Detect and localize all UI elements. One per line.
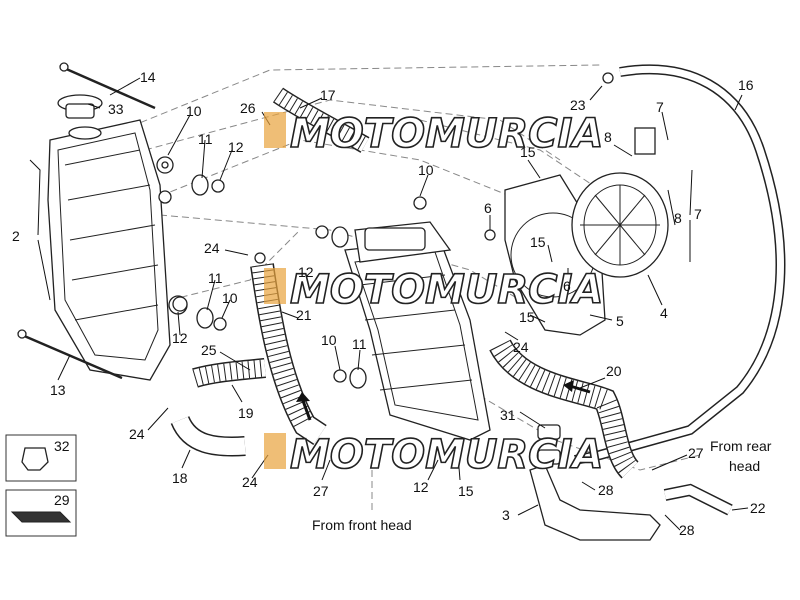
callout-27b: 27 [688,445,704,461]
callout-10b: 10 [222,290,238,306]
callout-23: 23 [570,97,586,113]
left-radiator [47,94,188,381]
callout-13: 13 [50,382,66,398]
leader-lines [29,77,749,531]
callout-15d: 15 [519,309,535,325]
watermark-top: MOTOMURCIA [290,111,603,157]
callout-24b: 24 [129,426,145,442]
callout-10c: 10 [321,332,337,348]
flow-arrows [296,380,591,421]
callout-8b: 8 [674,210,682,226]
callout-18: 18 [172,470,188,486]
callout-2: 2 [12,228,20,244]
callout-12b: 12 [298,264,314,280]
callout-24a: 24 [204,240,220,256]
callout-6b: 6 [563,278,571,294]
callout-25: 25 [201,342,217,358]
callout-12a: 12 [228,139,244,155]
callout-15c: 15 [530,234,546,250]
watermark-middle: MOTOMURCIA [290,267,603,313]
hose-20 [489,338,640,479]
callout-17: 17 [320,87,336,103]
callout-29: 29 [54,492,70,508]
hose-16 [574,64,786,465]
fan-assembly [504,127,669,336]
callout-16: 16 [738,77,754,93]
callout-4: 4 [660,305,668,321]
callout-21: 21 [296,307,312,323]
hose-22 [663,483,733,516]
callout-26: 26 [240,100,256,116]
hose-17 [272,87,370,153]
callout-10d: 10 [418,162,434,178]
callout-10a: 10 [186,103,202,119]
callout-3: 3 [502,507,510,523]
callout-32: 32 [54,438,70,454]
callout-28a: 28 [598,482,614,498]
callout-6a: 6 [484,200,492,216]
long-bolts [17,62,156,380]
watermark-bottom: MOTOMURCIA [290,432,603,478]
callout-20: 20 [606,363,622,379]
callout-15b: 15 [520,144,536,160]
callout-11b: 11 [208,270,223,286]
callout-12d: 12 [413,479,429,495]
caption-from-rear-head-1: From rear [710,438,772,454]
center-radiator [344,221,491,441]
watermark: MOTOMURCIA MOTOMURCIA MOTOMURCIA [264,110,604,479]
callout-11c: 11 [352,336,367,352]
callout-24d: 24 [513,339,529,355]
washers [156,156,573,389]
callout-28b: 28 [679,522,695,538]
callout-11a: 11 [198,131,213,147]
callout-14: 14 [140,69,156,85]
callout-24c: 24 [242,474,258,490]
callout-8a: 8 [604,129,612,145]
callout-33: 33 [108,101,124,117]
hose-18 [170,415,246,457]
callout-22: 22 [750,500,766,516]
callout-19: 19 [238,405,254,421]
callout-7b: 7 [694,206,702,222]
hose-19 [192,358,266,388]
legend-part-29 [5,489,77,537]
fitting-3 [529,424,661,541]
callout-27a: 27 [313,483,329,499]
callout-5: 5 [616,313,624,329]
legend-part-32 [5,434,77,482]
callout-31: 31 [500,407,516,423]
caption-from-front-head: From front head [312,517,412,533]
callout-15a: 15 [458,483,474,499]
callout-12c: 12 [172,330,188,346]
callouts: 14 33 2 13 10 26 17 11 12 24 12 21 11 10… [12,69,766,538]
callout-7a: 7 [656,99,664,115]
caption-from-rear-head-2: head [729,458,760,474]
